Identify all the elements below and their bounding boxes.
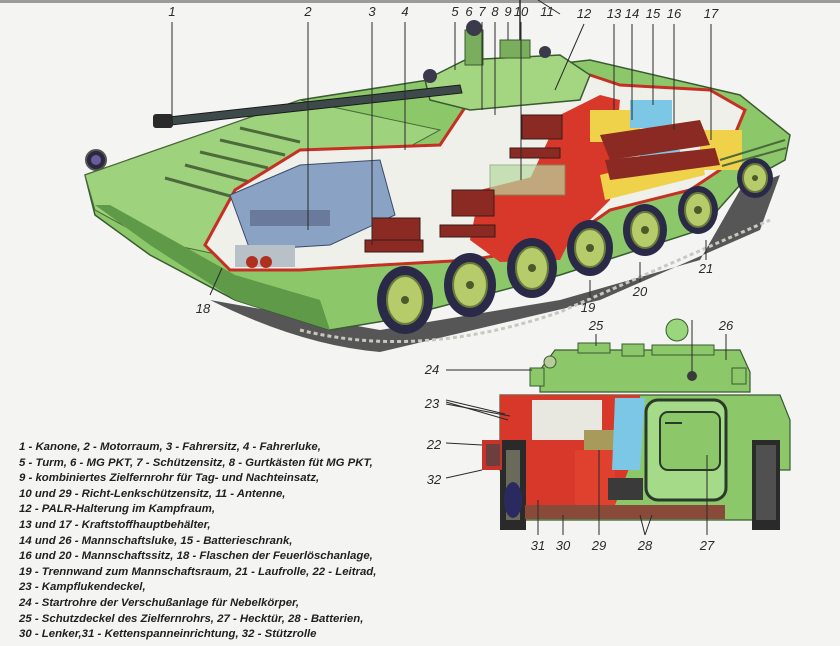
callout-6: 6 xyxy=(465,4,473,19)
callout-21: 21 xyxy=(698,261,714,276)
callout-29: 29 xyxy=(591,538,607,553)
callout-9: 9 xyxy=(504,4,512,19)
callout-28: 28 xyxy=(637,538,653,553)
callout-8: 8 xyxy=(491,4,499,19)
callout-19: 19 xyxy=(580,300,596,315)
callout-20: 20 xyxy=(632,284,648,299)
legend-line: 23 - Kampflukendeckel, xyxy=(19,581,146,594)
callout-14: 14 xyxy=(624,6,640,21)
callout-26: 26 xyxy=(718,318,734,333)
callout-3: 3 xyxy=(368,4,376,19)
callout-31: 31 xyxy=(530,538,546,553)
side-cutaway-view xyxy=(84,0,791,352)
legend-line: 5 - Turm, 6 - MG PKT, 7 - Schützensitz, … xyxy=(19,456,373,469)
callout-18: 18 xyxy=(195,301,211,316)
callout-5: 5 xyxy=(451,4,459,19)
callout-2: 2 xyxy=(304,4,312,19)
rear-cutaway-view xyxy=(445,318,791,536)
callout-25: 25 xyxy=(588,318,604,333)
callout-12: 12 xyxy=(576,6,592,21)
callout-7: 7 xyxy=(478,4,486,19)
callout-24: 24 xyxy=(424,362,440,377)
callout-22: 22 xyxy=(426,437,442,452)
road-wheels xyxy=(377,158,773,334)
callout-30: 30 xyxy=(555,538,571,553)
callout-4: 4 xyxy=(401,4,409,19)
legend-line: 9 - kombiniertes Zielfernrohr für Tag- u… xyxy=(19,472,320,485)
legend-line: 30 - Lenker,31 - Kettenspanneinrichtung,… xyxy=(19,628,317,641)
callout-23: 23 xyxy=(424,396,440,411)
top-border xyxy=(0,0,840,3)
legend-line: 24 - Startrohre der Verschußanlage für N… xyxy=(19,596,300,609)
legend-line: 14 und 26 - Mannschaftsluke, 15 - Batter… xyxy=(19,534,293,547)
legend-line: 1 - Kanone, 2 - Motorraum, 3 - Fahrersit… xyxy=(19,441,321,453)
callout-10: 10 xyxy=(513,4,529,19)
callout-32: 32 xyxy=(426,472,442,487)
legend-line: 10 und 29 - Richt-Lenkschützensitz, 11 -… xyxy=(19,487,286,500)
callout-27: 27 xyxy=(699,538,715,553)
callout-11: 11 xyxy=(540,4,554,19)
callout-17: 17 xyxy=(703,6,719,21)
legend-line: 16 und 20 - Mannschaftssitz, 18 - Flasch… xyxy=(19,550,373,563)
callout-13: 13 xyxy=(606,6,622,21)
legend-line: 19 - Trennwand zum Mannschaftsraum, 21 -… xyxy=(19,565,377,578)
callout-15: 15 xyxy=(645,6,661,21)
legend-line: 13 und 17 - Kraftstoffhauptbehälter, xyxy=(19,518,211,531)
callout-1: 1 xyxy=(168,4,176,19)
legend-line: 12 - PALR-Halterung im Kampfraum, xyxy=(19,503,215,516)
parts-legend: 1 - Kanone, 2 - Motorraum, 3 - Fahrersit… xyxy=(19,440,419,643)
legend-line: 25 - Schutzdeckel des Zielfernrohrs, 27 … xyxy=(19,612,364,625)
callout-16: 16 xyxy=(666,6,682,21)
